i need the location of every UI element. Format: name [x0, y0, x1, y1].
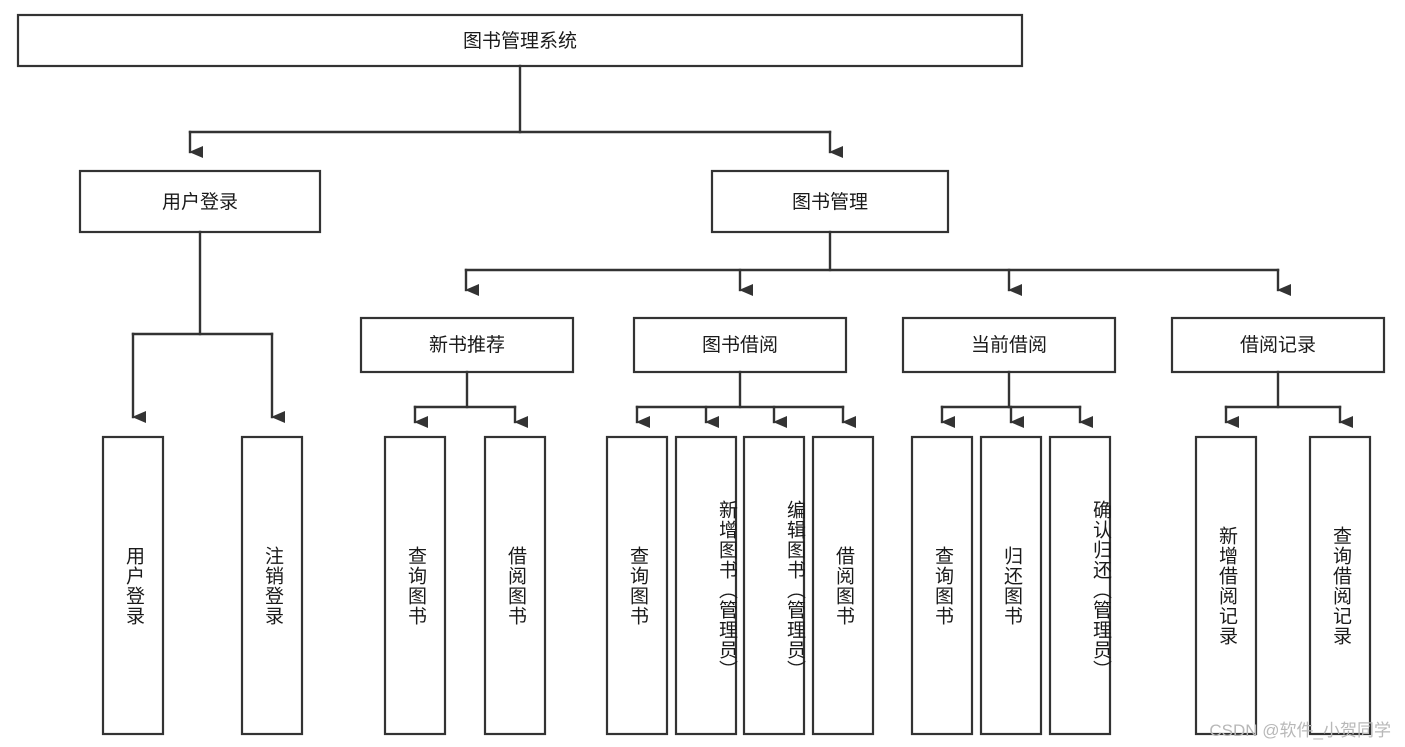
leaf-box-current-1[interactable]: [910, 435, 974, 736]
node-root-label: 图书管理系统: [463, 30, 577, 52]
leaf-box-borrow-3[interactable]: [742, 435, 806, 736]
csdn-watermark: CSDN @软件_小贺同学: [1209, 721, 1391, 740]
node-book-mgmt-box[interactable]: [710, 169, 950, 234]
leaf-box-current-2[interactable]: [979, 435, 1043, 736]
node-borrow-record-label: 借阅记录: [1240, 334, 1316, 356]
leaf-box-record-2[interactable]: [1308, 435, 1372, 736]
node-borrow-record-box[interactable]: [1170, 316, 1386, 374]
node-book-borrow-label: 图书借阅: [702, 334, 778, 356]
leaf-box-user-login-2[interactable]: [240, 435, 304, 736]
node-current-borrow-box[interactable]: [901, 316, 1117, 374]
leaf-box-current-3[interactable]: [1048, 435, 1112, 736]
leaf-box-borrow-4[interactable]: [811, 435, 875, 736]
node-new-book-recommend-box[interactable]: [359, 316, 575, 374]
node-root-box[interactable]: [16, 13, 1024, 68]
leaf-box-borrow-1[interactable]: [605, 435, 669, 736]
leaf-box-borrow-2[interactable]: [674, 435, 738, 736]
node-current-borrow-label: 当前借阅: [971, 334, 1047, 356]
node-book-mgmt-label: 图书管理: [792, 191, 868, 213]
leaf-box-recommend-1[interactable]: [383, 435, 447, 736]
node-user-login-label: 用户登录: [162, 191, 238, 213]
leaf-box-recommend-2[interactable]: [483, 435, 547, 736]
leaf-box-record-1[interactable]: [1194, 435, 1258, 736]
node-new-book-recommend-label: 新书推荐: [429, 334, 505, 356]
leaf-box-user-login-1[interactable]: [101, 435, 165, 736]
node-book-borrow-box[interactable]: [632, 316, 848, 374]
